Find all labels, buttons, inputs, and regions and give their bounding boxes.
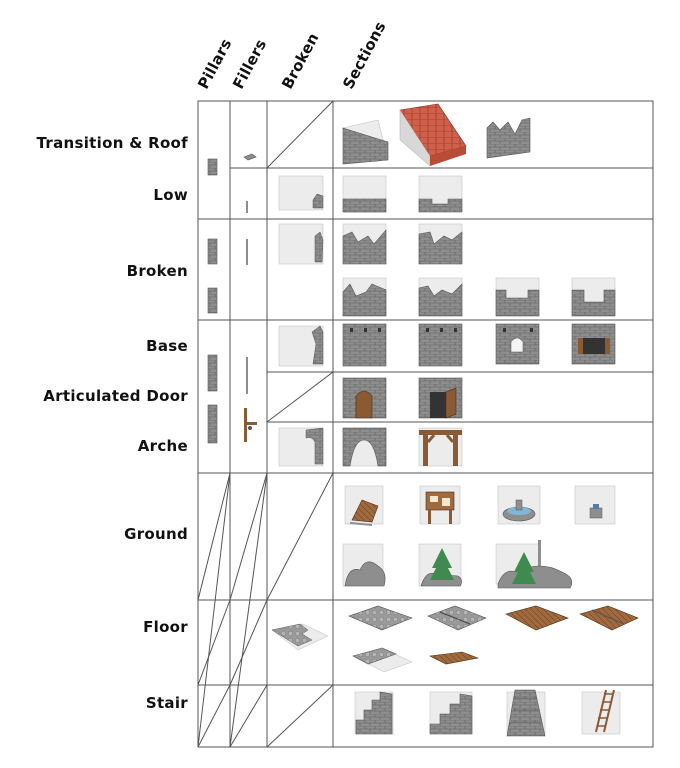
empty-cell-diagonal [266, 472, 334, 601]
section-floor-half [352, 647, 413, 673]
section-base-window-wall [495, 323, 540, 365]
section-door-closed [342, 377, 387, 419]
section-base-wall [342, 323, 387, 367]
row-label-articulated-door: Articulated Door [43, 387, 188, 405]
filler-piece [243, 153, 257, 161]
section-stair-straight [506, 689, 546, 737]
section-low-wall [342, 175, 387, 213]
filler-piece [246, 357, 248, 394]
section-ground-rocks [342, 543, 386, 587]
filler-piece [246, 201, 248, 213]
row-label-broken: Broken [126, 262, 188, 280]
empty-cell-diagonal [266, 371, 334, 423]
pillar-piece [207, 158, 218, 176]
empty-cell-diagonal [197, 599, 231, 686]
empty-cell-diagonal [229, 472, 268, 748]
section-broken-3 [342, 277, 387, 317]
sections-floor [348, 605, 639, 673]
section-ground-well [574, 485, 616, 525]
section-ground-fountain [497, 485, 541, 525]
filler-pieces [243, 153, 257, 442]
row-label-floor: Floor [143, 618, 188, 636]
empty-cell-diagonal [266, 100, 334, 169]
sections-ground [342, 485, 616, 589]
section-floor-track [427, 605, 487, 631]
sections-base [342, 323, 616, 367]
section-ground-noticeboard [419, 485, 461, 525]
filler-piece [246, 239, 248, 265]
section-broken-2 [418, 223, 463, 265]
empty-cell-diagonal [197, 472, 231, 601]
section-broken-4 [418, 277, 463, 317]
section-broken-1 [342, 223, 387, 265]
section-stair-corner [429, 691, 473, 735]
sections-articulated-door [342, 377, 463, 419]
section-ground-grate [344, 485, 384, 526]
broken-broken-piece [278, 223, 324, 265]
section-low-gap-wall [418, 175, 463, 213]
row-label-transition-roof: Transition & Roof [36, 134, 188, 152]
empty-cell-diagonal [266, 684, 334, 748]
section-floor-plank-strip [428, 651, 480, 665]
grid-lines [197, 100, 654, 748]
pillar-piece [207, 287, 218, 314]
broken-floor-piece [271, 623, 329, 651]
empty-cell-diagonal [197, 684, 231, 748]
filler-hinge-piece [244, 408, 257, 442]
pillar-piece [207, 404, 218, 444]
section-base-wall-2 [418, 323, 463, 367]
section-stair-ladder [581, 689, 621, 735]
grid-frame [197, 100, 654, 748]
pillar-piece [207, 238, 218, 265]
section-floor-planks [505, 605, 569, 631]
section-floor-planks-track [579, 605, 639, 631]
section-ground-tree-wall [495, 540, 573, 589]
section-base-shutter-wall [571, 323, 616, 365]
pillar-pieces [207, 158, 218, 444]
row-label-arche: Arche [137, 437, 188, 455]
broken-arche-piece [278, 427, 324, 467]
row-label-stair: Stair [145, 694, 188, 712]
section-ground-tree [418, 543, 462, 587]
empty-cell-diagonal [229, 684, 268, 748]
empty-cell-diagonal [229, 599, 268, 686]
section-stone-arch [342, 427, 387, 467]
sections-stair [354, 689, 621, 737]
section-door-open [418, 377, 463, 419]
row-label-base: Base [146, 337, 188, 355]
section-wood-arch [418, 427, 463, 467]
section-roof [399, 103, 467, 167]
row-label-ground: Ground [124, 525, 188, 543]
empty-cell-diagonal [197, 472, 231, 748]
section-broken-transition [486, 117, 531, 159]
section-stair-spiral [354, 691, 394, 735]
section-floor-cobble [348, 605, 413, 631]
broken-base-piece [278, 325, 324, 367]
sections-transition-roof [342, 103, 531, 167]
sections-low [342, 175, 463, 213]
section-broken-5 [495, 277, 540, 317]
pillar-piece [207, 354, 218, 392]
sections-broken [342, 223, 616, 317]
row-label-low: Low [153, 186, 188, 204]
sections-arche [342, 427, 463, 467]
section-broken-6 [571, 277, 616, 317]
broken-low-piece [278, 175, 324, 211]
broken-column-pieces [271, 175, 329, 651]
section-transition-wall [342, 119, 389, 165]
empty-cell-diagonal [229, 472, 268, 601]
